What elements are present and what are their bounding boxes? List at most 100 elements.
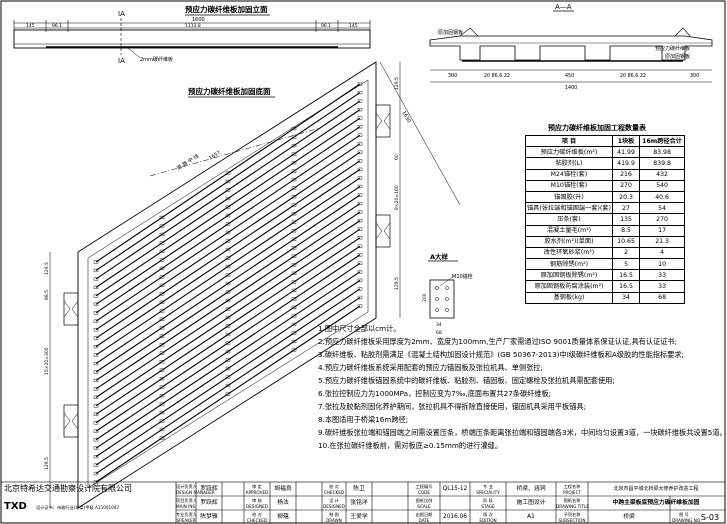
table-cell: 项 目 — [525, 134, 613, 148]
press-strip — [357, 167, 363, 171]
press-strip — [357, 90, 363, 95]
section-dim-3: 20 86.6 22 — [620, 73, 646, 79]
tb-name-6: 陈梦雅 — [200, 514, 218, 520]
tb-review-cn: 审 定 — [252, 484, 262, 489]
table-cell: 83.98 — [639, 146, 685, 159]
plan-bottom-dim-2: 8×20=160 — [394, 185, 400, 210]
table-cell: 胶水剂(m²)(单面) — [525, 235, 613, 248]
cfrp-plate — [95, 262, 361, 441]
press-strip — [357, 278, 363, 282]
plan-bottom-dim-0: 129.5 — [394, 77, 400, 90]
table-cell: 33 — [639, 269, 685, 282]
table-cell: 20.3 — [611, 190, 641, 204]
press-strip — [93, 311, 99, 315]
press-strip — [159, 360, 165, 364]
press-strip — [291, 126, 297, 131]
press-strip — [159, 393, 165, 398]
section-label-left: 原加固钢板 — [438, 29, 463, 36]
press-strip — [93, 328, 99, 332]
press-strip — [159, 427, 165, 432]
tb-sub-cn: 子项名称 — [563, 512, 581, 517]
tb-drawing-cn: 图纸名称 — [563, 498, 581, 503]
note-line: 6.张拉控制应力为1000MPa，控制应变为7‰,底面布置共27条碳纤维板; — [318, 389, 552, 398]
cfrp-plate — [95, 109, 361, 288]
tb-date-val: 2016.06 — [443, 514, 467, 520]
press-strip — [357, 82, 363, 86]
press-strip — [159, 436, 165, 440]
cfrp-plate — [95, 143, 361, 322]
table-cell: 锚具(张拉端和锚固端一套)(套) — [525, 202, 613, 215]
tb-project-cn: 工程名称 — [563, 484, 581, 489]
press-strip — [225, 290, 231, 294]
tb-prof-lead-en: SPEAKER — [176, 518, 196, 523]
press-strip — [159, 283, 165, 287]
tb-no-val: S-03 — [700, 513, 720, 522]
press-strip — [357, 193, 363, 197]
tb-edition-val: A1 — [527, 514, 535, 520]
section-mark-bottom: IA — [118, 57, 125, 65]
press-strip — [93, 455, 99, 459]
press-strip — [93, 353, 99, 357]
note-line: 5.预应力碳纤维板锚固系统中的碳纤维板、粘胶剂、锚固板、固定螺栓及张拉机具需配套… — [318, 376, 615, 385]
tb-speciality-val: 桥梁、涵洞 — [516, 486, 546, 492]
press-strip — [357, 176, 363, 180]
tb-code-en: CODE — [417, 490, 431, 495]
press-strip — [225, 179, 231, 184]
press-strip — [225, 366, 231, 371]
table-cell: 原加固钢板防腐涂装(m²) — [525, 280, 613, 293]
press-strip — [93, 294, 99, 298]
tb-name-1: 胡福良 — [274, 486, 292, 492]
press-strip — [159, 377, 165, 381]
table-cell: 540 — [639, 179, 685, 192]
detail-dim-h1: 68 — [436, 330, 442, 336]
press-strip — [291, 203, 297, 207]
table-cell: 40.6 — [639, 190, 685, 204]
press-strip — [159, 215, 165, 220]
press-strip — [357, 116, 363, 120]
table-cell: 54 — [639, 202, 685, 215]
press-strip — [291, 314, 297, 318]
note-line: 10.在张拉碳纤维板前，需对板底≥0.15mm的进行灌缝。 — [318, 441, 503, 450]
elevation-dim-0: 145 — [26, 23, 35, 29]
cfrp-plate — [95, 220, 361, 398]
press-strip — [93, 395, 99, 399]
detail-bolts — [435, 286, 449, 312]
press-strip — [357, 270, 363, 274]
section-dim-total: 1400 — [565, 85, 577, 91]
elevation-dim-1: 96.1 — [52, 23, 62, 29]
cfrp-plate — [95, 271, 361, 449]
detail-dim-h0: 34 — [436, 322, 442, 328]
tb-check-en: CHECKED — [323, 490, 345, 495]
cfrp-plate — [95, 237, 361, 415]
tb-design-cn: 设 计 — [329, 498, 339, 503]
table-cell: 基钢板(kg) — [525, 291, 613, 304]
table-cell: 4 — [639, 246, 685, 260]
table-cell: 270 — [639, 213, 685, 226]
press-strip — [225, 264, 231, 269]
press-strip — [291, 135, 297, 139]
press-strip — [93, 277, 99, 281]
press-strip — [357, 108, 363, 112]
tb-draw-en: DRAWN — [326, 518, 342, 523]
plan-angle-label: 1657 — [208, 150, 222, 162]
press-strip — [93, 421, 99, 425]
press-strip — [159, 343, 165, 347]
table-cell: 预应力碳纤维板(m²) — [525, 146, 613, 159]
tb-sub-en: SUBSECTION — [558, 518, 586, 523]
press-strip — [357, 210, 363, 214]
table-cell: 41.99 — [611, 146, 641, 159]
table-cell: 33 — [639, 280, 685, 293]
press-strip — [291, 263, 297, 267]
press-strip — [225, 188, 231, 192]
cfrp-plate — [95, 168, 361, 348]
tb-name-0: 罗跃辉 — [200, 486, 218, 492]
plan-left-dim-3: 129.5 — [44, 457, 50, 470]
press-strip — [291, 169, 297, 173]
press-strip — [93, 471, 99, 476]
press-strip — [225, 222, 231, 226]
note-line: 1.图中尺寸全部以cm计。 — [318, 324, 401, 333]
